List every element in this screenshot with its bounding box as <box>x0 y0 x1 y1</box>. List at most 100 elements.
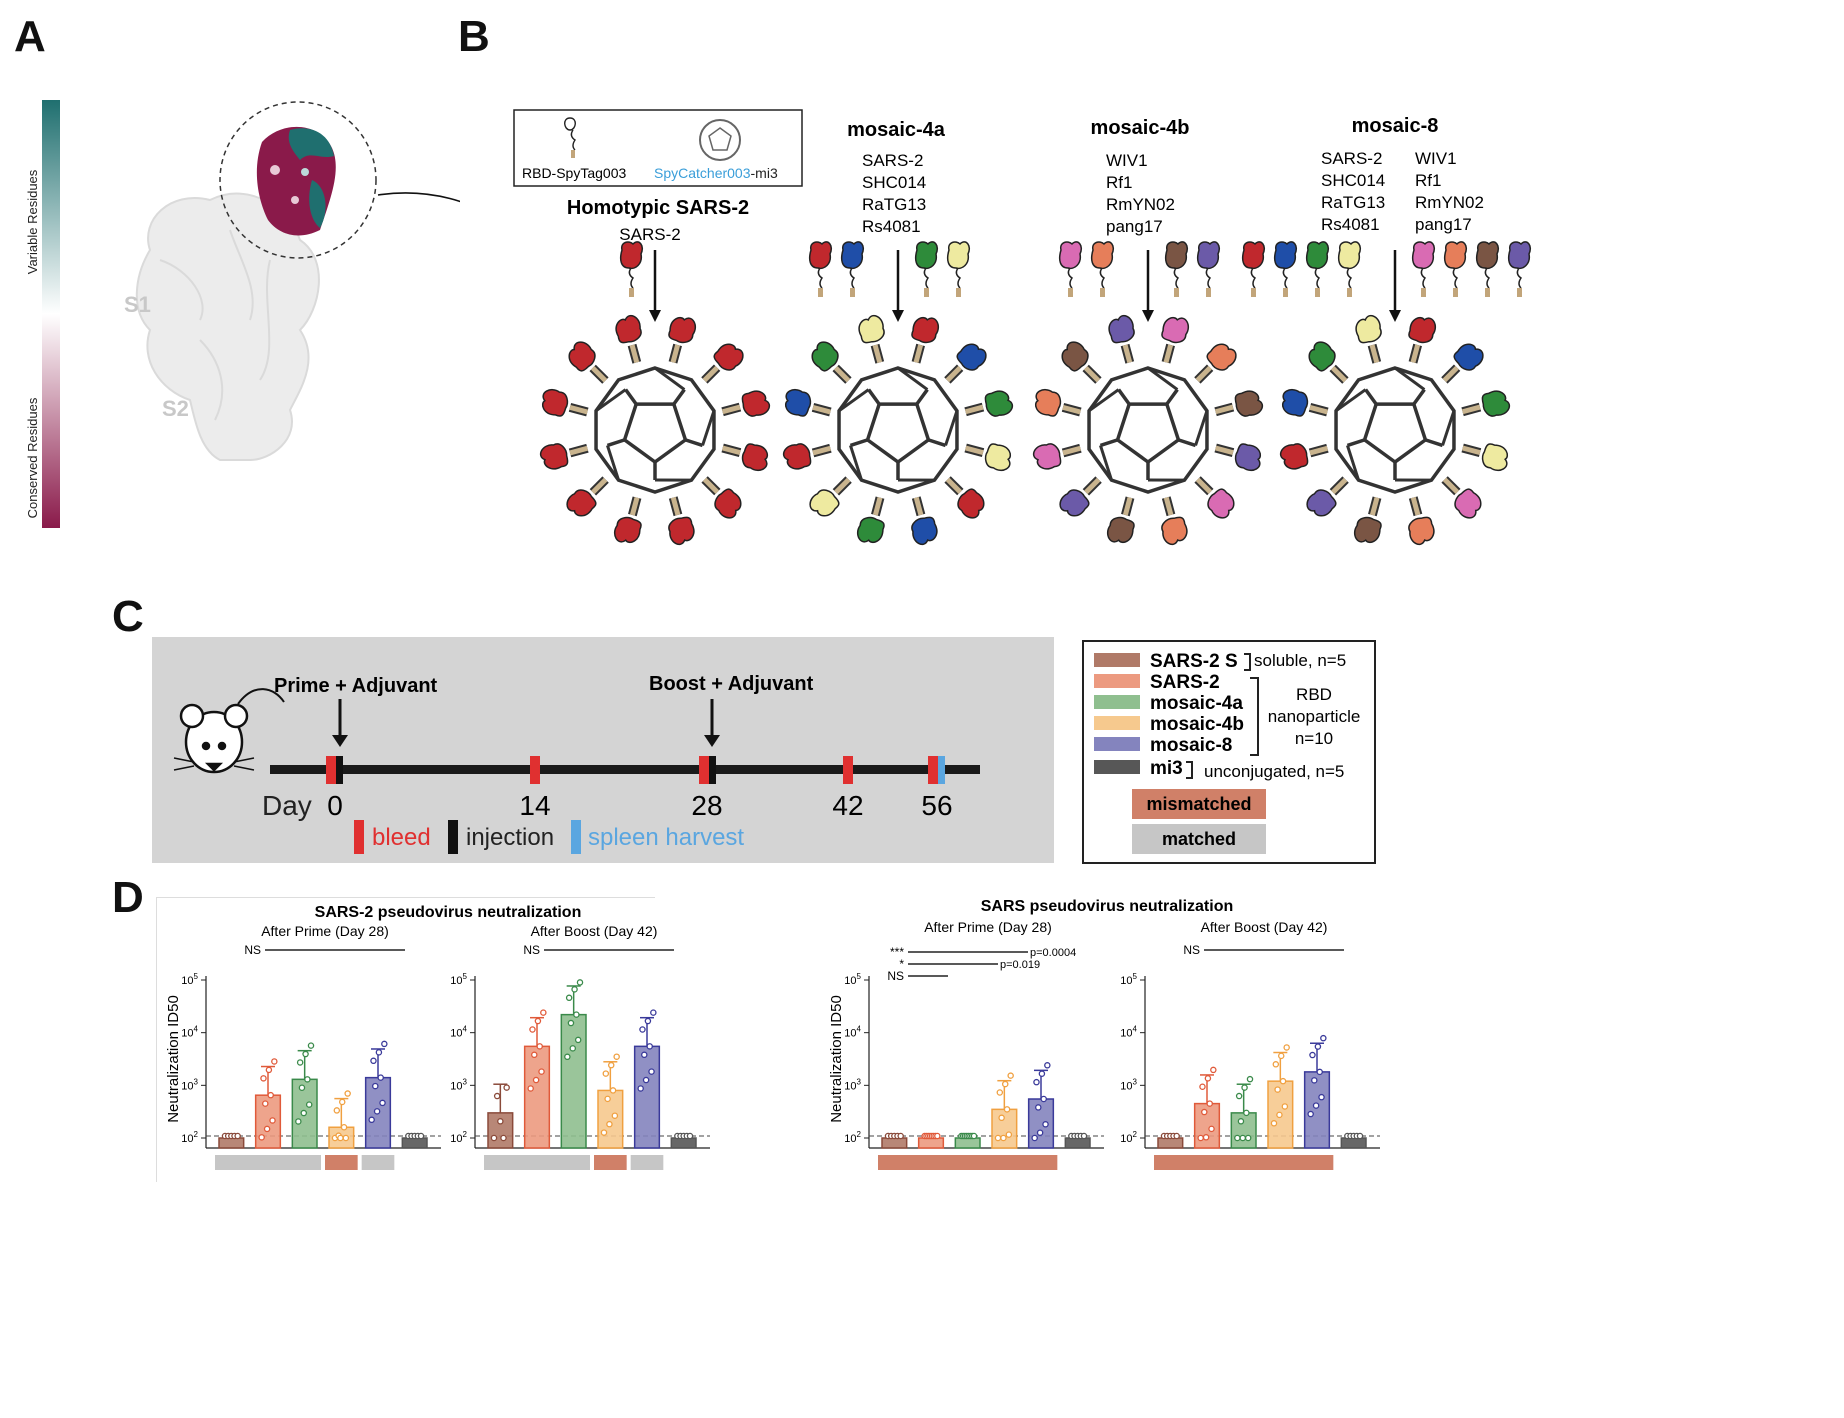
data-point <box>574 1036 582 1044</box>
legend-swatch <box>1094 653 1140 667</box>
data-point <box>1314 1043 1322 1050</box>
bound-rbd-icon <box>668 516 695 546</box>
bound-rbd-icon <box>1408 316 1437 344</box>
data-point <box>298 1084 306 1092</box>
significance-label: NS <box>887 969 904 983</box>
data-point <box>564 1053 571 1061</box>
data-point <box>994 1134 1002 1142</box>
bound-rbd-icon <box>714 488 742 519</box>
matched-strip <box>630 1155 664 1170</box>
bar <box>954 1137 981 1149</box>
legend-group-name: mosaic-8 <box>1150 735 1232 756</box>
data-point <box>338 1098 346 1106</box>
data-point <box>1243 1109 1250 1117</box>
y-tick-label: 104 <box>181 1025 198 1040</box>
bound-rbd-icon <box>1034 388 1062 417</box>
legend-group-name: mi3 <box>1150 758 1183 779</box>
data-point <box>642 1076 650 1084</box>
spike-protein-structure <box>135 192 320 461</box>
data-point <box>934 1132 941 1140</box>
group-title: mosaic-8 <box>1352 115 1439 137</box>
data-point <box>1312 1102 1320 1109</box>
data-point <box>1208 1125 1215 1133</box>
free-rbd-icon <box>1090 241 1115 297</box>
data-point <box>536 1043 543 1050</box>
bleed-marker <box>530 756 540 784</box>
legend-group-name: mosaic-4a <box>1150 693 1243 714</box>
data-point <box>1316 1068 1323 1076</box>
data-point <box>646 1043 653 1050</box>
bound-rbd-icon <box>568 341 596 372</box>
data-point <box>333 1107 341 1114</box>
bound-rbd-icon <box>541 388 569 417</box>
spycatcher-mi3-label: SpyCatcher003-mi3 <box>654 165 778 181</box>
data-point <box>571 986 578 993</box>
free-rbd-icon <box>1411 241 1436 297</box>
bound-rbd-icon <box>1355 314 1382 344</box>
y-tick-label: 105 <box>844 972 861 987</box>
bound-rbd-icon <box>1308 341 1336 372</box>
bound-rbd-icon <box>1161 316 1190 344</box>
day-14: 14 <box>519 790 550 821</box>
data-point <box>1038 1070 1046 1077</box>
bar <box>1157 1137 1184 1149</box>
data-point <box>527 1085 534 1092</box>
mismatched-swatch <box>1132 789 1266 819</box>
data-point <box>1000 1134 1007 1142</box>
chart-subtitle: After Boost (Day 42) <box>1201 919 1328 935</box>
rbd-zoom-circle <box>219 101 377 259</box>
s2-label: S2 <box>162 396 189 421</box>
data-point <box>1204 1075 1212 1082</box>
data-point <box>573 1011 580 1018</box>
data-point <box>372 1082 379 1090</box>
construct-legend-box <box>513 109 803 187</box>
group-item: WIV1 <box>1415 149 1457 168</box>
p-value: p=0.0004 <box>1030 947 1076 959</box>
data-point <box>1042 1121 1049 1128</box>
bound-rbd-icon <box>784 388 812 417</box>
data-point <box>377 1074 384 1081</box>
y-tick-label: 104 <box>1120 1025 1137 1040</box>
y-tick-label: 103 <box>450 1077 467 1092</box>
bar <box>523 1045 551 1149</box>
legend-swatch <box>1094 716 1140 730</box>
timeline-panel <box>152 637 1054 863</box>
bound-rbd-icon <box>1453 343 1484 371</box>
bar <box>881 1137 908 1149</box>
data-point <box>569 1045 577 1052</box>
data-point <box>1307 1110 1314 1118</box>
bound-rbd-icon <box>1481 443 1509 472</box>
data-point <box>1197 1134 1204 1142</box>
data-point <box>611 1112 619 1119</box>
data-point <box>644 1017 652 1025</box>
rbd-spytag-icon <box>564 117 576 158</box>
data-point <box>1320 1034 1327 1042</box>
mismatched-strip <box>1154 1155 1334 1170</box>
s1-label: S1 <box>124 292 151 317</box>
group-title: Homotypic SARS-2 <box>567 197 749 219</box>
y-tick-label: 102 <box>450 1130 467 1145</box>
data-point <box>1080 1132 1088 1140</box>
bound-rbd-icon <box>1206 343 1237 371</box>
legend-n10: n=10 <box>1295 729 1333 748</box>
data-point <box>500 1134 507 1142</box>
free-rbd-icon <box>1475 241 1500 297</box>
legend-nanoparticle: nanoparticle <box>1268 707 1361 726</box>
bound-rbd-icon <box>957 488 985 519</box>
bound-rbd-icon <box>1059 489 1090 517</box>
free-rbd-icon <box>1305 241 1330 297</box>
data-point <box>381 1040 388 1048</box>
data-point <box>304 1076 311 1083</box>
data-point <box>1035 1104 1042 1111</box>
nanoparticle <box>1279 314 1511 546</box>
data-point <box>269 1117 276 1124</box>
significance-label: NS <box>1183 943 1200 957</box>
bound-rbd-icon <box>613 516 642 544</box>
data-point <box>1202 1134 1210 1141</box>
group-item: RmYN02 <box>1415 193 1484 212</box>
data-point <box>296 1059 304 1066</box>
group-item: SHC014 <box>1321 171 1385 190</box>
injection-marker <box>336 756 343 784</box>
bar <box>401 1137 428 1149</box>
chart-subtitle: After Prime (Day 28) <box>261 923 389 939</box>
